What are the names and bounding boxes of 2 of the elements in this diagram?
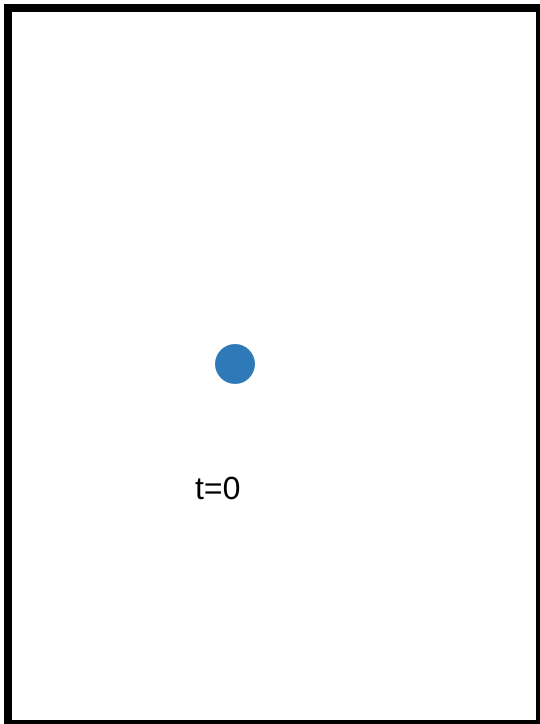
dot <box>215 344 255 384</box>
time-label: t=0 <box>195 470 240 507</box>
